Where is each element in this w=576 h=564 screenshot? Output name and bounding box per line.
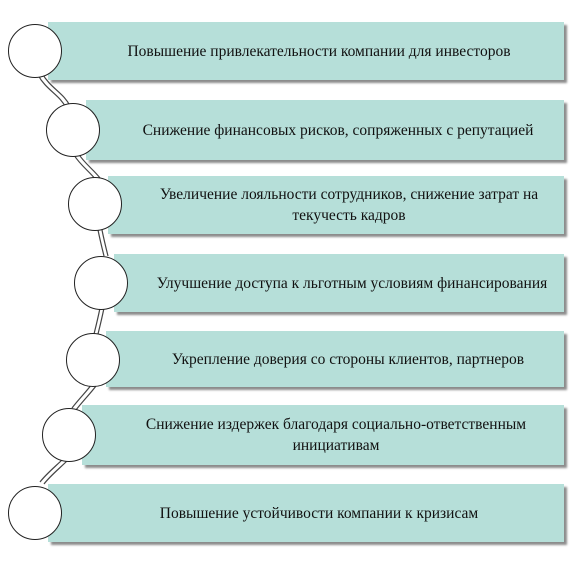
benefit-circle-1	[8, 24, 62, 78]
connector-link-3b	[101, 229, 109, 257]
benefit-circle-4	[74, 256, 128, 310]
connector-link-6b	[43, 459, 69, 485]
benefit-circle-2	[46, 103, 100, 157]
benefit-box-2: Снижение финансовых рисков, сопряженных …	[86, 100, 564, 160]
benefit-label-3: Увеличение лояльности сотрудников, сниже…	[159, 186, 539, 224]
benefit-box-5: Укрепление доверия со стороны клиентов, …	[106, 331, 564, 387]
benefit-box-4: Улучшение доступа к льготным условиям фи…	[114, 254, 564, 312]
benefit-label-2: Снижение финансовых рисков, сопряженных …	[142, 121, 534, 139]
benefit-box-6: Снижение издержек благодаря социально-от…	[82, 405, 564, 465]
benefit-label-6: Снижение издержек благодаря социально-от…	[145, 416, 527, 454]
benefit-circle-3	[68, 177, 122, 231]
connector-link-4b	[97, 307, 105, 335]
benefit-circle-7	[8, 486, 62, 540]
benefit-label-7: Повышение устойчивости компании к кризис…	[159, 504, 479, 522]
benefit-box-1: Повышение привлекательности компании для…	[48, 22, 564, 80]
benefit-box-3: Увеличение лояльности сотрудников, сниже…	[108, 176, 564, 234]
benefit-label-5: Укрепление доверия со стороны клиентов, …	[171, 350, 525, 368]
benefit-label-4: Улучшение доступа к льготным условиям фи…	[156, 274, 548, 292]
benefit-box-7: Повышение устойчивости компании к кризис…	[48, 484, 564, 542]
connector-link-3	[97, 229, 105, 257]
connector-link-6	[39, 457, 65, 483]
connector-link-1b	[41, 72, 71, 107]
connector-link-5b	[75, 385, 97, 411]
benefit-label-1: Повышение привлекательности компании для…	[127, 42, 511, 60]
benefit-circle-5	[66, 333, 120, 387]
connector-link-4	[93, 307, 101, 335]
benefit-circle-6	[42, 408, 96, 462]
